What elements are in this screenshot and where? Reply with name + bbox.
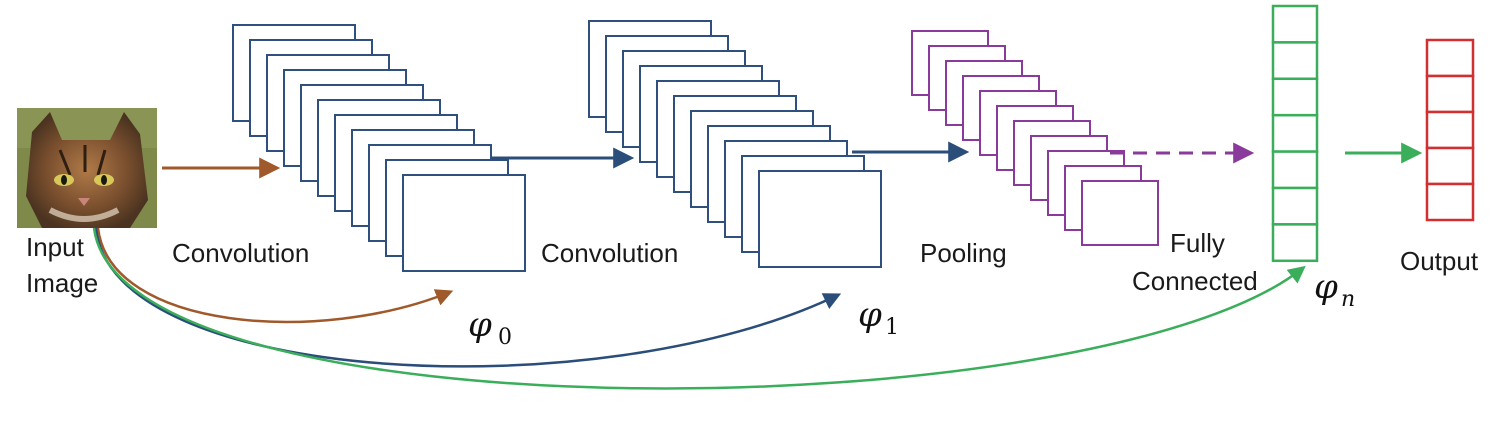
label-convolution-2: Convolution [541,238,678,268]
label-input-line1: Input [26,232,85,262]
symbol-phin: φ [1314,267,1338,307]
cat-photo-icon [17,108,157,228]
symbol-phi0: φ [468,305,492,345]
label-connected: Connected [1132,266,1258,296]
skip-arrow-to-phin [92,227,1306,390]
fc-cell-6 [1271,186,1319,226]
conv2-feature-maps [588,20,882,268]
conv1-map-11 [402,174,526,272]
output-cell-5 [1425,182,1475,222]
label-output: Output [1400,246,1479,276]
symbol-phi0-subscript: 0 [498,325,512,350]
fc-cell-5 [1271,150,1319,190]
output-cell-2 [1425,74,1475,114]
skip-arrow-to-phi0 [96,227,454,324]
label-convolution-1: Convolution [172,238,309,268]
fc-cell-1 [1271,4,1319,44]
fc-cell-3 [1271,77,1319,117]
conv1-feature-maps [232,24,526,272]
label-input-line2: Image [26,268,98,298]
fully-connected-vector [1271,4,1319,263]
fc-cell-7 [1271,223,1319,263]
pooling-feature-maps [911,30,1159,246]
pool-map-11 [1081,180,1159,246]
fc-cell-2 [1271,41,1319,81]
output-vector [1425,38,1475,222]
output-cell-3 [1425,110,1475,150]
label-pooling: Pooling [920,238,1007,268]
output-cell-4 [1425,146,1475,186]
symbol-phi1-subscript: 1 [885,315,899,340]
output-cell-1 [1425,38,1475,78]
conv2-map-11 [758,170,882,268]
symbol-phin-subscript: n [1341,287,1355,312]
symbol-phi1: φ [858,295,882,335]
label-fully: Fully [1170,228,1225,258]
fc-cell-4 [1271,113,1319,153]
